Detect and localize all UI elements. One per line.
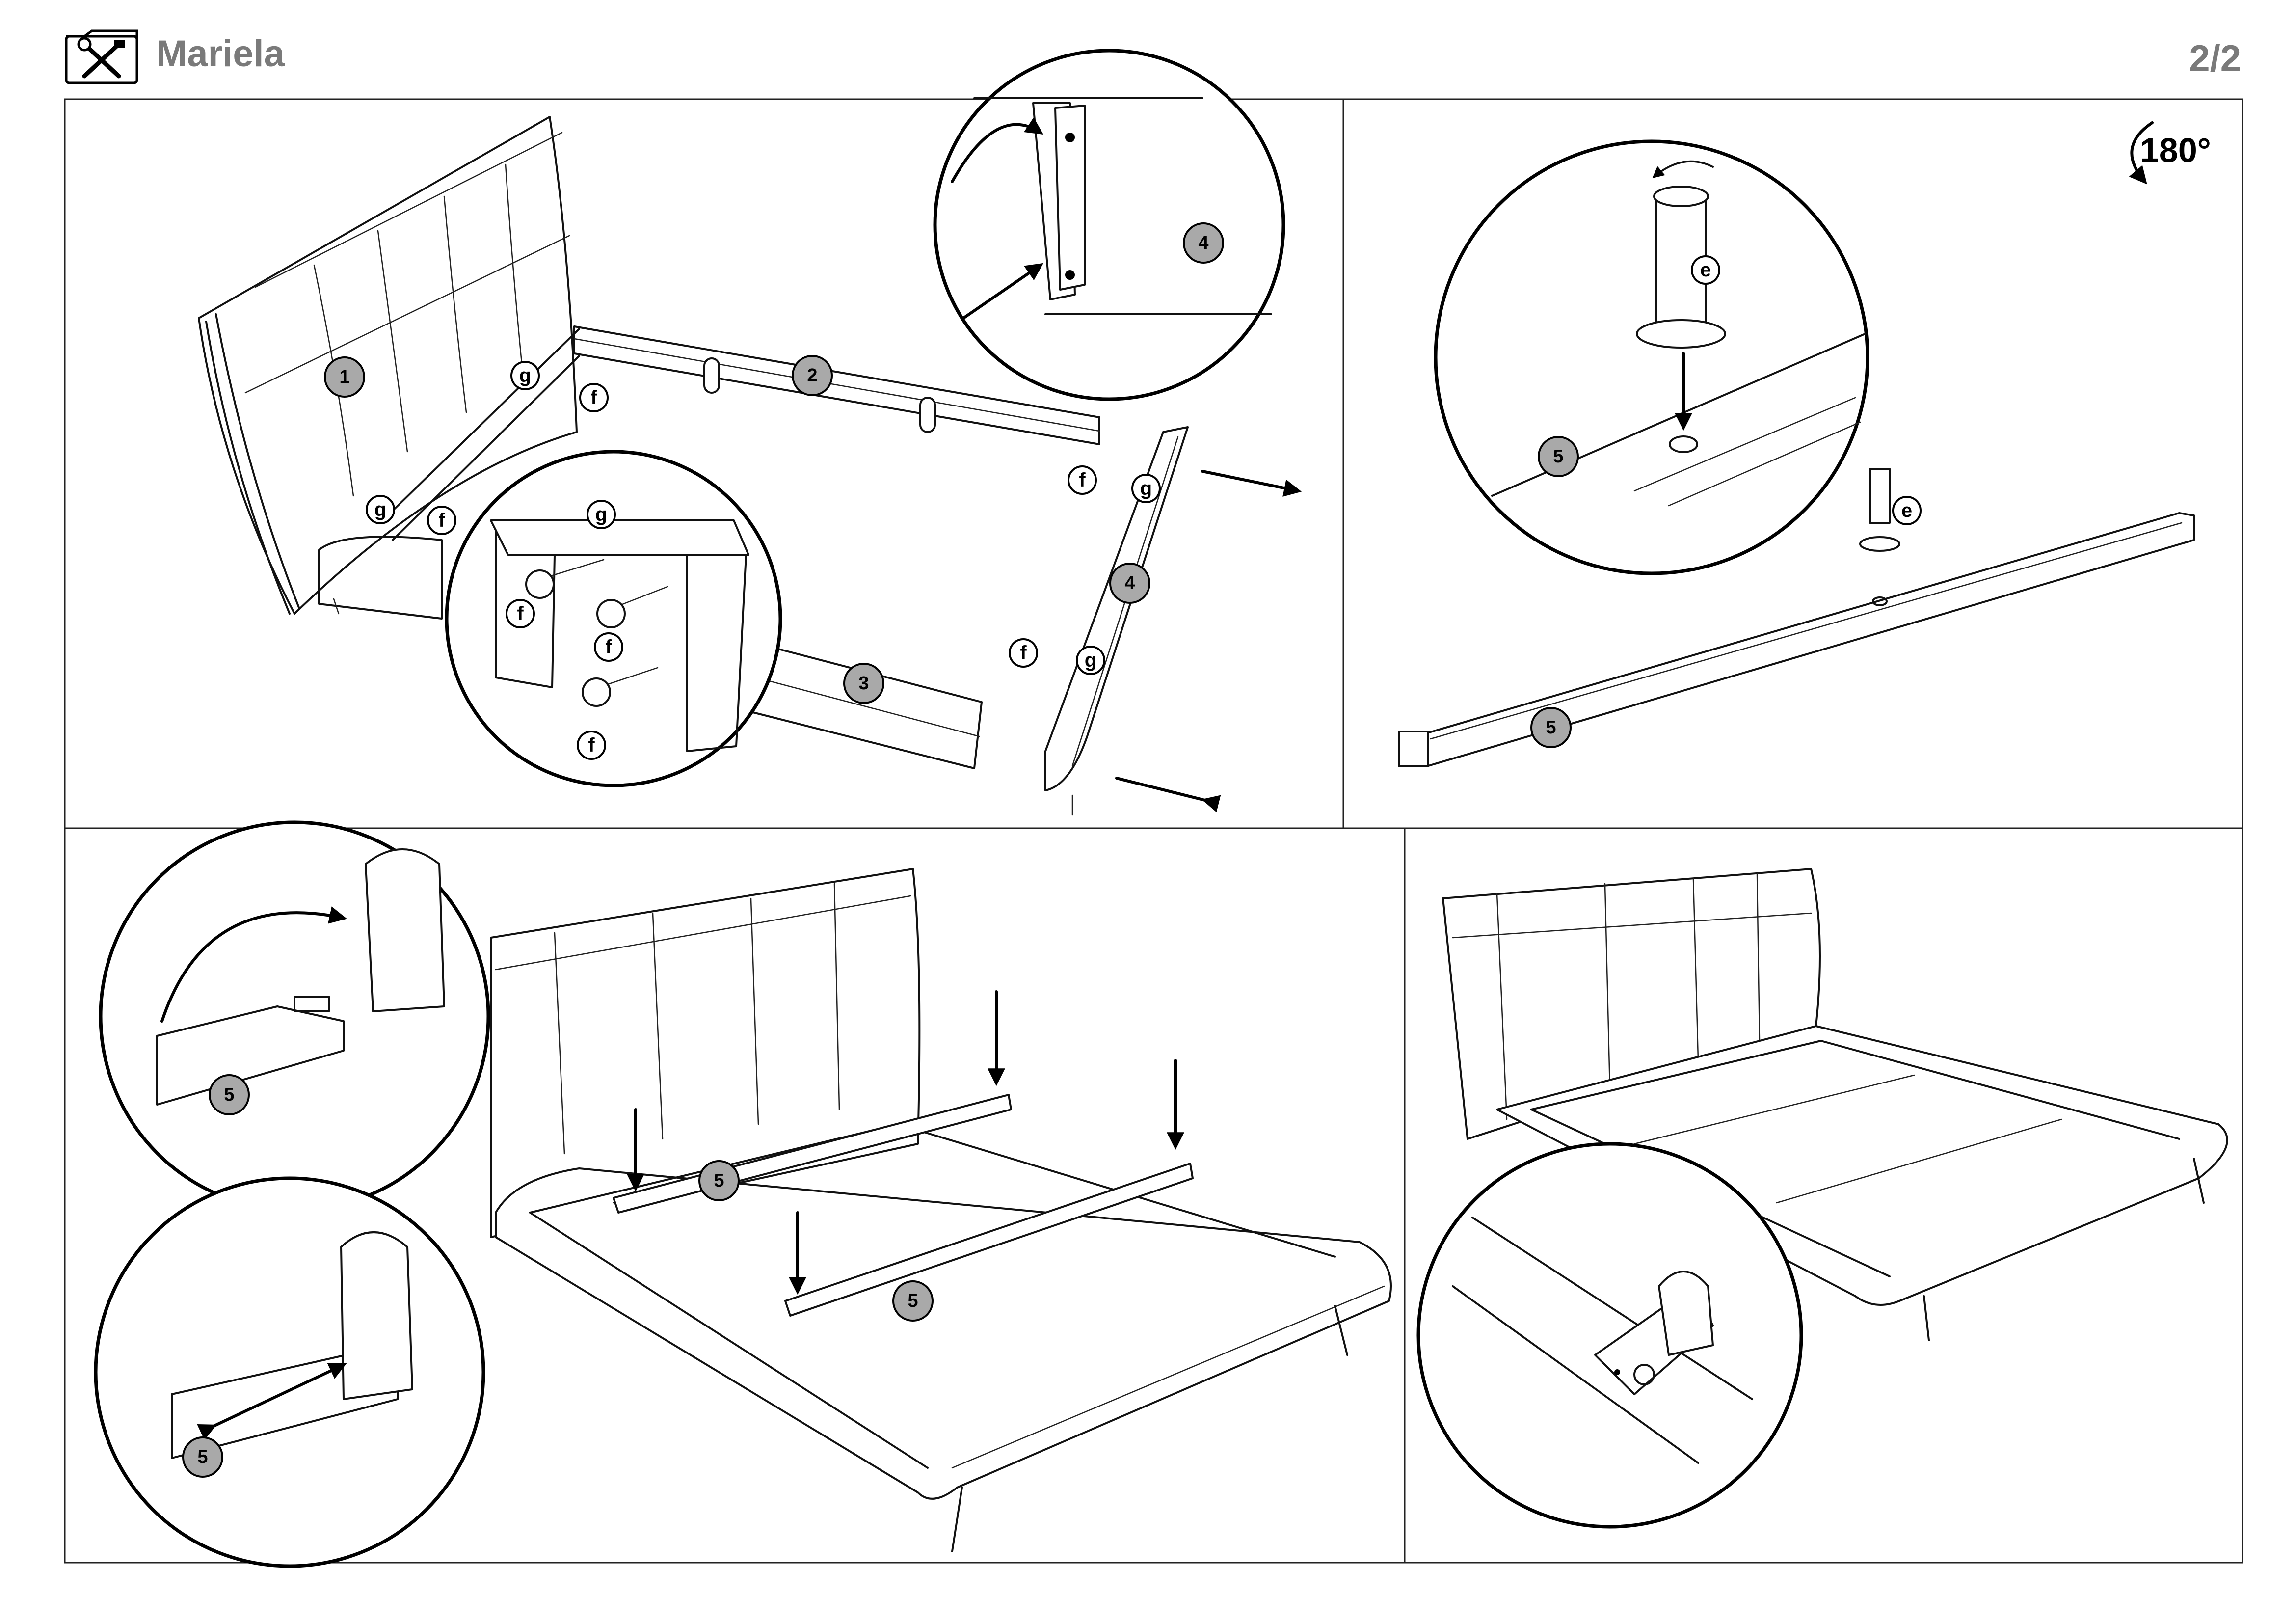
- assembled-bed: [1442, 868, 2228, 1341]
- zoom-detail-slot-top: [99, 820, 490, 1212]
- part-number-4-zoom: 4: [1183, 222, 1224, 264]
- rotation-label: 180°: [2140, 131, 2211, 169]
- part-number-5-zoom: 5: [1538, 436, 1579, 477]
- hardware-label-f: f: [579, 383, 609, 412]
- part-number-5-bottom: 5: [182, 1436, 223, 1478]
- svg-text:5: 5: [1546, 717, 1556, 738]
- panel-frames: [64, 98, 2243, 1564]
- tools-icon: [65, 29, 138, 84]
- page-number: 2/2: [2189, 38, 2241, 80]
- hardware-label-f: f: [1068, 465, 1097, 495]
- rotate-180-indicator: 180°: [2129, 121, 2211, 185]
- svg-text:g: g: [595, 504, 607, 525]
- part-number-3: 3: [843, 663, 884, 704]
- hardware-label-f: f: [1009, 638, 1038, 668]
- part-number-1: 1: [324, 356, 365, 398]
- hardware-label-e: e: [1892, 496, 1922, 525]
- svg-text:e: e: [1901, 500, 1912, 521]
- svg-text:f: f: [517, 603, 524, 624]
- zoom-detail-slat-fitted: [1416, 1142, 1803, 1529]
- svg-text:1: 1: [339, 367, 349, 387]
- zoom-detail-leg: [1434, 139, 1869, 575]
- panel-step-4: [1416, 868, 2228, 1529]
- side-rail-3: [750, 642, 983, 769]
- svg-text:f: f: [605, 636, 612, 658]
- svg-text:5: 5: [1553, 446, 1563, 467]
- panel-step-1: [198, 49, 1302, 816]
- svg-text:2: 2: [807, 365, 817, 386]
- svg-text:g: g: [519, 365, 531, 386]
- headboard: [198, 116, 578, 615]
- svg-text:e: e: [1700, 259, 1711, 281]
- hardware-label-e: e: [1691, 255, 1720, 285]
- svg-text:g: g: [374, 499, 386, 520]
- side-rail-2: [387, 325, 1100, 541]
- hardware-label-g: g: [510, 361, 540, 390]
- svg-text:4: 4: [1198, 233, 1208, 253]
- part-number-5-top: 5: [209, 1074, 250, 1115]
- panel-step-2: 180°: [1398, 121, 2211, 767]
- part-number-5-slat-b: 5: [892, 1280, 934, 1322]
- part-number-4: 4: [1109, 563, 1150, 604]
- svg-text:f: f: [1079, 469, 1086, 491]
- hardware-label-g: g: [587, 500, 616, 529]
- zoom-detail-screws: [445, 450, 782, 787]
- part-number-2: 2: [792, 355, 833, 396]
- svg-text:f: f: [590, 387, 597, 408]
- zoom-detail-slot-bottom: [94, 1176, 485, 1568]
- svg-text:g: g: [1085, 650, 1096, 671]
- hardware-label-f: f: [506, 599, 535, 628]
- svg-text:5: 5: [224, 1084, 234, 1105]
- page-title: Mariela: [156, 33, 285, 75]
- svg-text:g: g: [1140, 478, 1152, 499]
- hardware-label-f: f: [594, 632, 623, 662]
- svg-text:5: 5: [197, 1447, 208, 1467]
- part-number-5-beam: 5: [1530, 707, 1572, 748]
- cross-beam-5: [1398, 468, 2195, 767]
- part-number-5-slat-a: 5: [698, 1160, 740, 1201]
- svg-text:3: 3: [858, 673, 869, 694]
- svg-text:f: f: [1020, 642, 1027, 664]
- svg-text:4: 4: [1124, 573, 1135, 594]
- svg-text:f: f: [438, 510, 445, 531]
- hardware-label-g: g: [1131, 474, 1161, 503]
- svg-text:5: 5: [908, 1291, 918, 1311]
- panel-step-3: [94, 820, 1392, 1568]
- zoom-detail-bracket: [933, 49, 1285, 401]
- hardware-label-f: f: [427, 506, 456, 535]
- hardware-label-g: g: [366, 495, 395, 524]
- hardware-label-f: f: [577, 731, 606, 760]
- hardware-label-g: g: [1076, 646, 1105, 675]
- svg-text:5: 5: [714, 1170, 724, 1191]
- svg-text:f: f: [588, 734, 595, 756]
